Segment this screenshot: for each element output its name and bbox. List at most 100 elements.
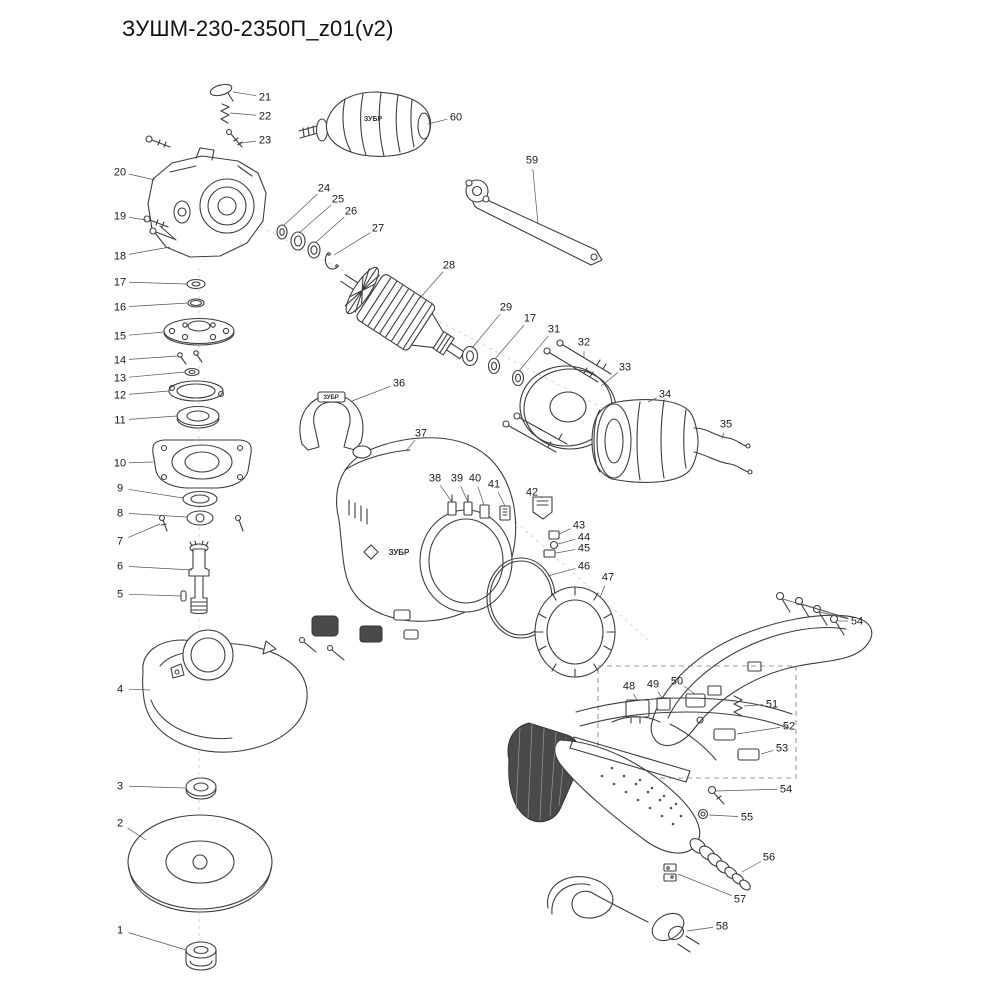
leader-line <box>721 432 725 440</box>
part-number-18: 18 <box>114 251 126 263</box>
part-number-25: 25 <box>332 194 344 206</box>
part-number-7: 7 <box>117 536 123 548</box>
part-number-17: 17 <box>114 277 126 289</box>
cord-clamp-drawing <box>663 863 677 882</box>
side-handle-drawing <box>298 91 432 157</box>
leader-line <box>647 397 658 403</box>
stator-leads-drawing <box>693 427 753 475</box>
part-number-42: 42 <box>526 487 538 499</box>
leader-line <box>405 439 416 452</box>
leader-line <box>439 485 453 503</box>
part-number-52: 52 <box>783 721 795 733</box>
leader-line <box>600 372 619 387</box>
lock-button-parts-drawing <box>298 609 419 661</box>
handle-bracket-drawing <box>299 391 364 451</box>
brand-label: ЗУБР <box>389 548 410 557</box>
leader-line <box>229 112 257 116</box>
leader-line <box>128 593 182 597</box>
leader-line <box>128 489 184 499</box>
brand-label: ЗУБР <box>364 116 383 123</box>
leader-line <box>760 750 774 755</box>
part-number-60: 60 <box>450 112 462 124</box>
leader-line <box>741 861 762 873</box>
leader-line <box>555 549 576 554</box>
leader-line <box>477 486 485 506</box>
brand-label-layer: ЗУБР ЗУБР ЗУБР <box>323 116 410 557</box>
part-number-57: 57 <box>734 894 746 906</box>
leader-line <box>532 168 539 225</box>
rotor-armature-drawing <box>340 266 465 360</box>
rotor-bearing-washers-drawing <box>461 345 525 387</box>
part-number-5: 5 <box>117 589 123 601</box>
part-number-56: 56 <box>763 852 775 864</box>
part-number-41: 41 <box>488 479 500 491</box>
brand-label: ЗУБР <box>323 395 339 401</box>
rear-handle-upper-shell-drawing <box>650 614 873 747</box>
part-number-1: 1 <box>117 925 123 937</box>
lock-lever-drawing <box>209 83 234 102</box>
part-number-35: 35 <box>720 419 732 431</box>
leader-line <box>633 693 638 701</box>
part-number-55: 55 <box>741 812 753 824</box>
drawing-title: ЗУШМ-230-2350П_z01(v2) <box>122 16 394 41</box>
stator-drawing <box>591 399 699 483</box>
callout-layer: 2019181716151413121110987654321212223605… <box>114 92 863 951</box>
leader-line <box>518 335 549 372</box>
leader-line <box>128 932 187 951</box>
part-number-48: 48 <box>623 681 635 693</box>
leader-line <box>128 371 186 378</box>
leader-line <box>333 232 371 256</box>
motor-housing-drawing <box>336 437 517 622</box>
leader-line <box>128 390 170 395</box>
part-number-59: 59 <box>526 155 538 167</box>
part-number-13: 13 <box>114 373 126 385</box>
spring-drawing <box>220 103 230 124</box>
leader-line <box>497 491 506 507</box>
part-number-12: 12 <box>114 390 126 402</box>
leader-line <box>801 603 849 619</box>
leader-line <box>460 486 469 503</box>
part-number-10: 10 <box>114 458 126 470</box>
spindle-front-washers-drawing <box>276 224 339 270</box>
leader-line <box>743 704 764 707</box>
leader-line <box>684 685 696 695</box>
cord-protector-drawing <box>689 838 751 891</box>
rear-bezel-drawing <box>534 586 616 678</box>
inner-flange-drawing <box>185 777 217 800</box>
part-number-9: 9 <box>117 483 123 495</box>
leader-line <box>657 691 663 699</box>
part-number-39: 39 <box>451 473 463 485</box>
part-number-32: 32 <box>578 337 590 349</box>
leader-line <box>128 331 165 336</box>
part-number-11: 11 <box>114 415 125 427</box>
part-number-54: 54 <box>780 784 792 796</box>
part-number-58: 58 <box>716 921 728 933</box>
leader-line <box>557 539 576 545</box>
leader-line <box>127 827 147 841</box>
spindle-stack-drawing <box>152 278 252 615</box>
leader-line <box>128 415 178 420</box>
part-number-40: 40 <box>469 473 481 485</box>
leader-line <box>736 727 781 735</box>
leader-line <box>708 814 739 817</box>
wheel-guard-drawing <box>142 629 308 753</box>
part-number-45: 45 <box>578 543 590 555</box>
pin-wrench-drawing <box>465 179 603 266</box>
leader-line <box>427 118 448 125</box>
part-number-37: 37 <box>415 428 427 440</box>
part-number-15: 15 <box>114 331 126 343</box>
rear-handle-lower-shell-drawing <box>507 697 793 854</box>
leader-line <box>128 302 189 307</box>
leader-line <box>128 217 147 221</box>
leader-line <box>494 324 525 360</box>
part-number-46: 46 <box>578 561 590 573</box>
leader-line <box>715 788 778 792</box>
part-number-21: 21 <box>259 92 271 104</box>
part-number-2: 2 <box>117 818 123 830</box>
leader-line <box>419 271 444 299</box>
part-number-49: 49 <box>647 679 659 691</box>
leader-line <box>351 385 391 402</box>
part-number-24: 24 <box>318 183 330 195</box>
